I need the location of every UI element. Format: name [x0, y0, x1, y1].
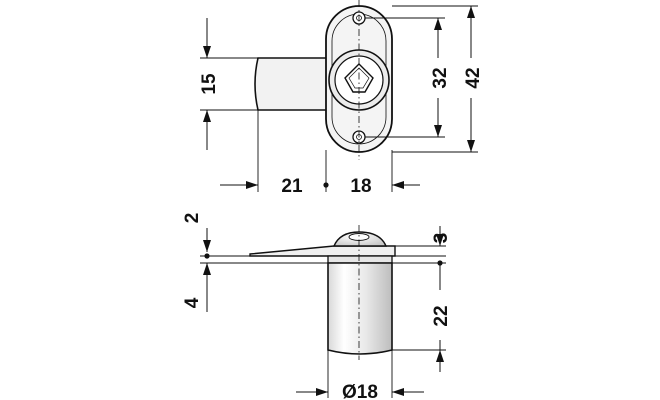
dim-42: 42	[392, 5, 484, 153]
cylinder-collar	[327, 255, 393, 264]
lock-shaft	[254, 57, 331, 111]
side-view: 2 4 3 22	[182, 213, 452, 400]
dim-diameter: Ø18	[296, 350, 424, 400]
cylinder-body	[327, 262, 393, 355]
dim-label-diameter: Ø18	[342, 382, 378, 400]
dim-label-4: 4	[182, 297, 203, 308]
dim-4: 4	[182, 263, 211, 312]
dim-label-2: 2	[182, 213, 203, 224]
dim-label-42: 42	[463, 67, 484, 88]
dim-label-18: 18	[350, 176, 371, 197]
dim-2: 2	[182, 213, 211, 259]
dim-label-3: 3	[431, 233, 452, 244]
dim-21-18: 21 18	[220, 110, 420, 197]
cylinder-face	[328, 49, 390, 111]
dim-22: 22	[392, 263, 452, 372]
mounting-plate	[249, 245, 396, 257]
dim-label-22: 22	[431, 305, 452, 326]
dim-3: 3	[386, 226, 452, 266]
dim-32: 32	[365, 17, 451, 138]
dim-label-21: 21	[281, 176, 303, 197]
dim-label-32: 32	[430, 67, 451, 88]
top-view: 15 32 42	[199, 0, 484, 197]
dim-15: 15	[199, 18, 258, 150]
dim-label-15: 15	[199, 73, 220, 95]
cylinder-head	[332, 231, 388, 247]
